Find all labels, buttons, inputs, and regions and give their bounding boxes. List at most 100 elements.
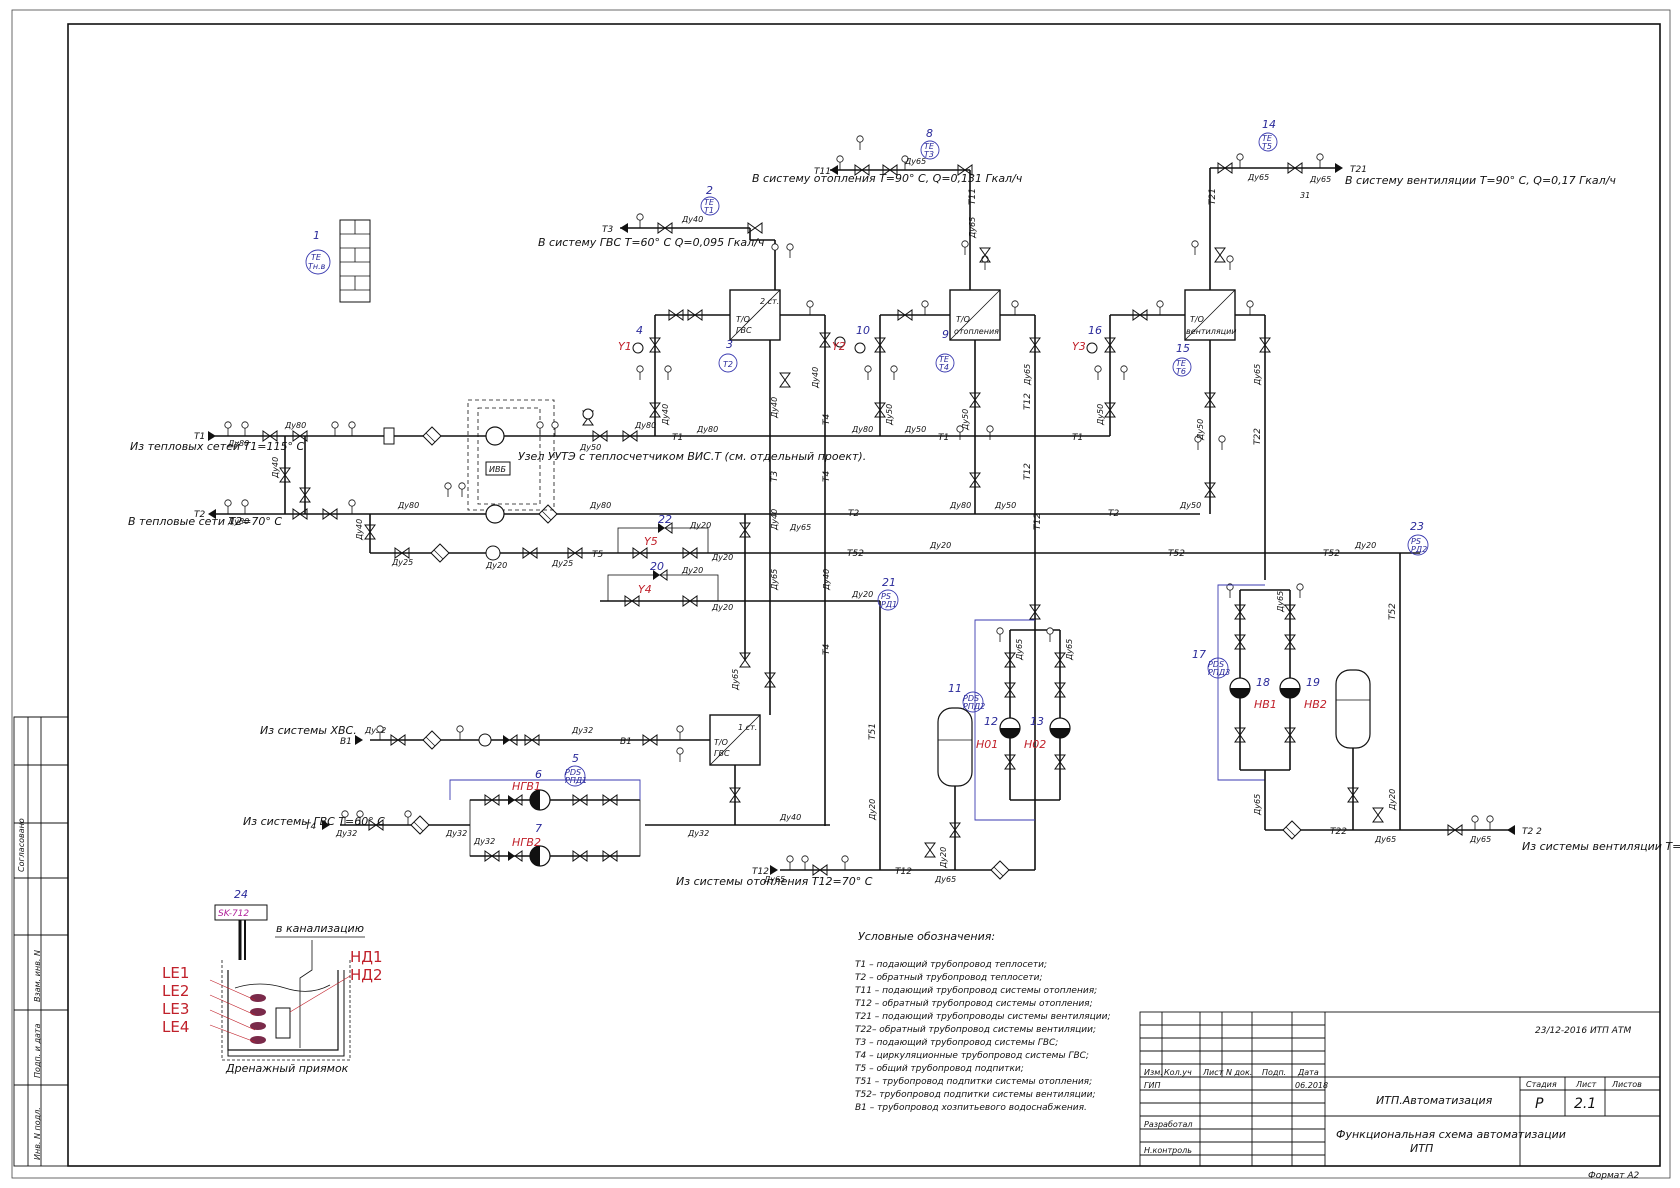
svg-text:Т3: Т3 <box>602 225 613 235</box>
svg-text:3: 3 <box>726 338 733 351</box>
outdoor-temp-sensor <box>305 249 331 275</box>
svg-text:Ду65: Ду65 <box>1253 794 1262 816</box>
svg-text:Ду65: Ду65 <box>904 157 926 166</box>
svg-text:Ду40: Ду40 <box>661 404 670 426</box>
note-dhw-return: Из системы ГВС Т=60° С <box>243 815 385 828</box>
svg-text:Дата: Дата <box>1297 1068 1319 1077</box>
svg-text:Т5: Т5 <box>592 550 603 560</box>
svg-text:Ду65: Ду65 <box>1015 639 1024 661</box>
svg-text:SK-712: SK-712 <box>218 909 249 919</box>
sheet-edge <box>11 9 1671 1179</box>
svg-text:Ду25: Ду25 <box>551 559 573 568</box>
svg-text:Н.контроль: Н.контроль <box>1144 1146 1192 1155</box>
svg-text:6: 6 <box>535 768 542 781</box>
svg-text:ТЕ: ТЕ <box>1176 359 1187 368</box>
svg-text:PDS: PDS <box>565 768 581 777</box>
svg-text:Ду32: Ду32 <box>335 829 357 838</box>
svg-text:ТЕ: ТЕ <box>704 198 715 207</box>
wall-icon <box>339 219 371 303</box>
svg-text:9: 9 <box>942 328 949 341</box>
note-heat-return: В тепловые сети Т2=70° С <box>128 515 282 528</box>
svg-text:РПД1: РПД1 <box>565 776 587 785</box>
svg-text:Т12: Т12 <box>1023 463 1033 480</box>
svg-text:13: 13 <box>1030 715 1044 728</box>
svg-text:В1: В1 <box>340 737 352 747</box>
svg-text:PS: PS <box>881 592 891 601</box>
meter-node-box <box>467 399 555 511</box>
svg-text:Ду32: Ду32 <box>364 726 386 735</box>
svg-text:Ду50: Ду50 <box>885 404 894 426</box>
svg-text:Т1: Т1 <box>1072 433 1083 443</box>
legend-item: Т52– трубопровод подпитки системы вентил… <box>855 1090 1096 1100</box>
svg-text:Т4: Т4 <box>939 363 949 372</box>
svg-text:10: 10 <box>856 324 870 337</box>
svg-text:22: 22 <box>658 513 672 526</box>
svg-text:Т5: Т5 <box>1262 142 1272 151</box>
svg-text:вентиляции: вентиляции <box>1186 327 1237 336</box>
svg-text:Ду80: Ду80 <box>696 425 718 434</box>
legend-item: Т22– обратный трубопровод системы вентил… <box>855 1025 1096 1035</box>
label-t2-out: Т2 <box>194 510 205 520</box>
svg-text:ТЕ: ТЕ <box>924 142 935 151</box>
svg-text:Т21: Т21 <box>1208 188 1218 205</box>
svg-text:Т1: Т1 <box>938 433 949 443</box>
svg-text:Ду20: Ду20 <box>868 799 877 821</box>
svg-text:Ду40: Ду40 <box>681 215 703 224</box>
svg-text:24: 24 <box>234 888 248 901</box>
note-heating-return: Из системы отопления Т12=70° С <box>676 875 873 888</box>
svg-text:Т11: Т11 <box>968 188 978 205</box>
svg-text:Ду20: Ду20 <box>939 847 948 869</box>
svg-text:23: 23 <box>1410 520 1424 533</box>
svg-text:отопления: отопления <box>954 327 999 336</box>
pump-nv2: НВ2 <box>1304 698 1327 711</box>
svg-text:Ду40: Ду40 <box>271 457 280 479</box>
svg-text:Т11: Т11 <box>814 167 831 177</box>
svg-text:Т52: Т52 <box>1323 549 1340 559</box>
svg-text:ТЕ: ТЕ <box>311 253 322 262</box>
svg-text:12: 12 <box>984 715 998 728</box>
tb-sheet: 2.1 <box>1574 1096 1596 1112</box>
svg-text:4: 4 <box>636 324 643 337</box>
svg-text:Т12: Т12 <box>1023 393 1033 410</box>
svg-text:Ду40: Ду40 <box>770 397 779 419</box>
svg-text:Ду40: Ду40 <box>822 569 831 591</box>
legend-item: Т51 – трубопровод подпитки системы отопл… <box>855 1077 1092 1087</box>
svg-text:Ду40: Ду40 <box>811 367 820 389</box>
drain-sewer: в канализацию <box>276 922 364 935</box>
svg-text:11: 11 <box>948 682 962 695</box>
svg-text:Ду65: Ду65 <box>968 217 977 239</box>
svg-text:Т22: Т22 <box>1330 827 1347 837</box>
svg-text:Ду32: Ду32 <box>571 726 593 735</box>
drawing-frame <box>67 23 1661 1167</box>
svg-text:Ду65: Ду65 <box>1309 175 1331 184</box>
pump-ngv1: НГВ1 <box>512 780 541 793</box>
drain-caption: Дренажный приямок <box>225 1062 349 1075</box>
svg-text:Т/О: Т/О <box>736 315 750 324</box>
svg-text:Т2: Т2 <box>1108 509 1119 519</box>
svg-text:Ду65: Ду65 <box>1469 835 1491 844</box>
legend-item: Т21 – подающий трубопроводы системы вент… <box>855 1012 1110 1022</box>
legend-item: Т1 – подающий трубопровод теплосети; <box>855 960 1047 970</box>
note-vent-return: Из системы вентиляции Т=70° С <box>1522 840 1680 853</box>
legend-item: В1 – трубопровод хозпитьевого водоснабже… <box>855 1103 1087 1113</box>
svg-text:Ду65: Ду65 <box>789 523 811 532</box>
svg-text:Т12: Т12 <box>895 867 912 877</box>
note-dhw-out: В систему ГВС Т=60° С Q=0,095 Гкал/ч <box>538 236 765 249</box>
svg-text:Ду65: Ду65 <box>1276 591 1285 613</box>
stamp-inv-orig: Инв. N подл. <box>33 1107 42 1160</box>
level-le3: LE3 <box>162 1000 189 1018</box>
svg-text:7: 7 <box>535 822 542 835</box>
level-le2: LE2 <box>162 982 189 1000</box>
svg-text:Т6: Т6 <box>1176 367 1186 376</box>
svg-text:Ду50: Ду50 <box>994 501 1016 510</box>
svg-text:Ду65: Ду65 <box>1247 173 1269 182</box>
svg-text:Ду80: Ду80 <box>634 421 656 430</box>
pump-n02: Н02 <box>1024 738 1046 751</box>
svg-text:06.2018: 06.2018 <box>1295 1081 1328 1090</box>
svg-text:19: 19 <box>1306 676 1320 689</box>
svg-text:Т22: Т22 <box>1253 428 1263 445</box>
svg-text:РД1: РД1 <box>881 600 897 609</box>
note-meter-node: Узел УУТЭ с теплосчетчиком ВИС.Т (см. от… <box>518 450 866 463</box>
svg-text:Т4: Т4 <box>822 644 832 655</box>
note-heat-supply-in: Из тепловых сетей Т1=115° С <box>130 440 304 453</box>
